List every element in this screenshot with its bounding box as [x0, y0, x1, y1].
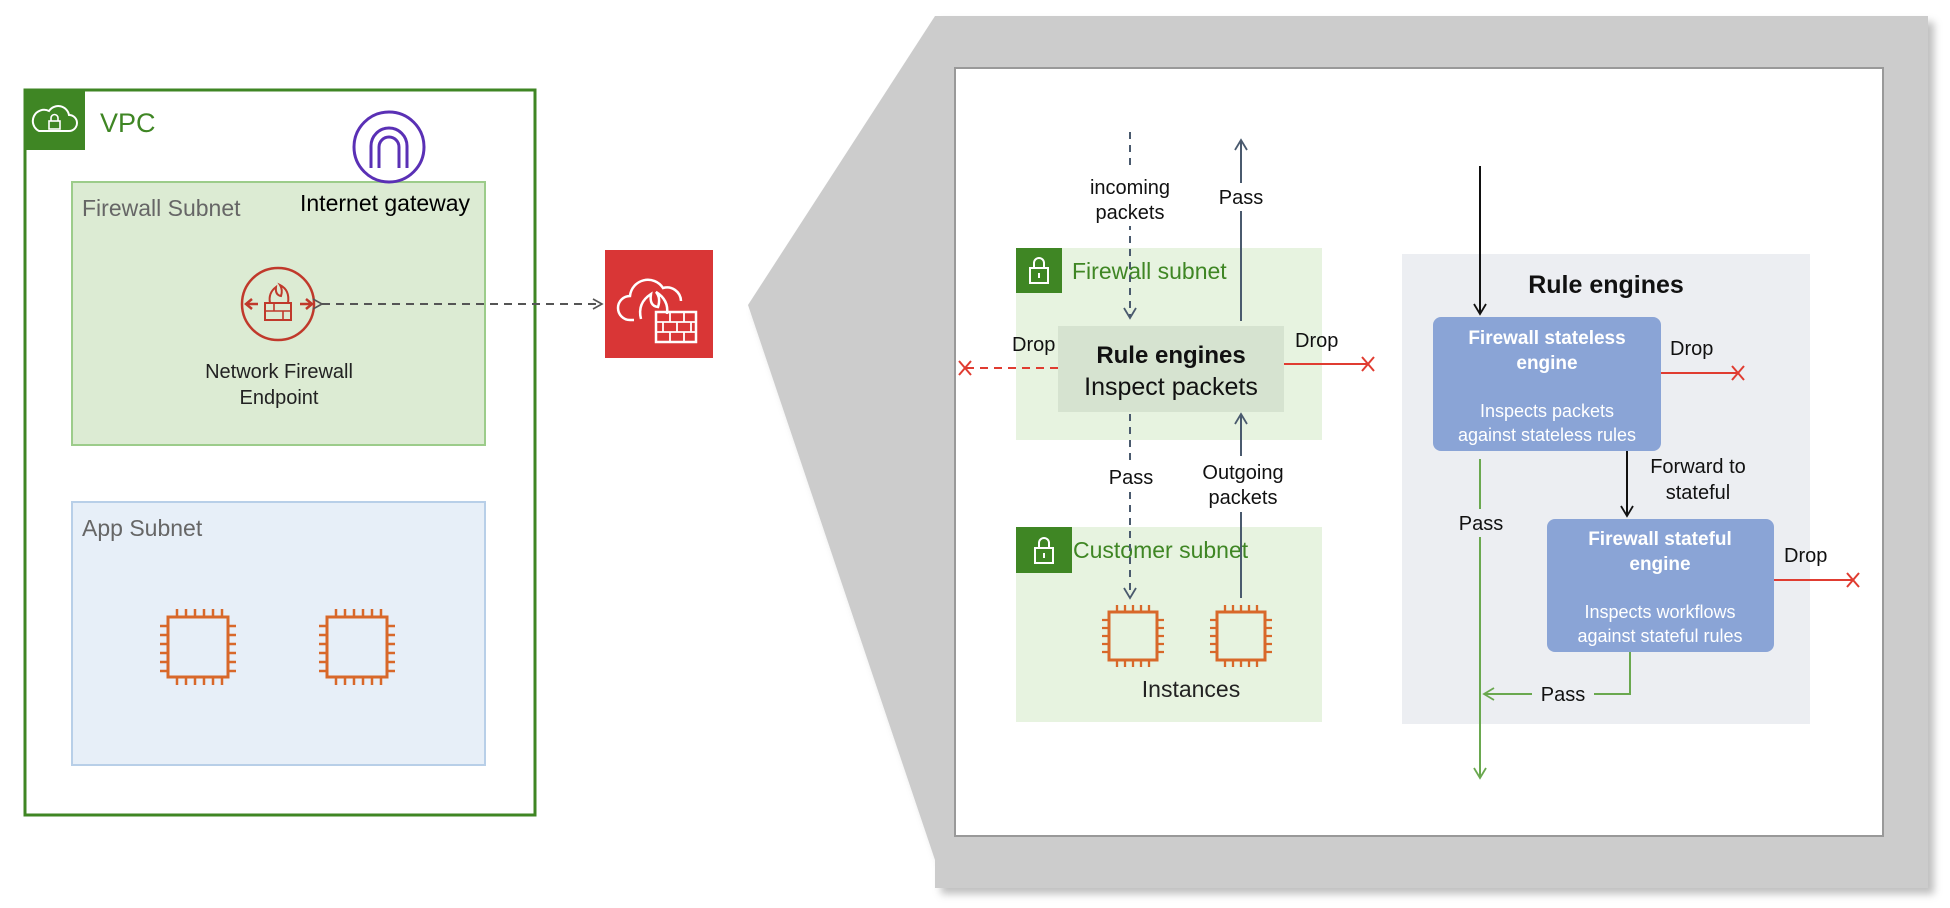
stateless-drop-label: Drop: [1670, 338, 1713, 360]
stateless-engine-title-line2: engine: [1516, 353, 1577, 374]
forward-label-line1: Forward to: [1650, 456, 1746, 478]
rule-engines-panel-title: Rule engines: [1528, 271, 1684, 299]
instance-icon: [1210, 605, 1272, 667]
pass-up-label-bg: [1214, 183, 1268, 211]
lock-icon: [1034, 537, 1054, 564]
drop-left-x-icon: [958, 360, 972, 376]
lock-icon: [1029, 257, 1049, 284]
packet-flow-group: Firewall subnet Customer subnet Drop Dro…: [958, 132, 1375, 722]
vpc-badge: [25, 90, 85, 150]
firewall-subnet-box: [71, 181, 486, 446]
outgoing-label-line1: Outgoing: [1202, 462, 1283, 484]
stateless-engine-box: [1433, 317, 1661, 451]
firewall-subnet-label: Firewall Subnet: [82, 195, 241, 221]
stateless-drop-x-icon: [1731, 365, 1745, 381]
vpc-group: VPC Firewall Subnet Internet gateway Net…: [23, 88, 537, 817]
stateful-engine-desc-line1: Inspects workflows: [1584, 602, 1735, 622]
incoming-label-line2: packets: [1096, 202, 1165, 224]
inspect-rule-engines-title: Rule engines: [1096, 342, 1245, 369]
app-subnet-box: [71, 501, 486, 766]
stateful-engine-title-line1: Firewall stateful: [1588, 529, 1732, 550]
stateful-drop-x-icon: [1846, 572, 1860, 588]
endpoint-label-line2: Endpoint: [240, 387, 319, 409]
inspect-rule-engines-box: [1058, 326, 1284, 412]
pass-up-label: Pass: [1219, 187, 1263, 209]
vpc-label: VPC: [100, 108, 156, 138]
app-subnet-label: App Subnet: [82, 515, 203, 541]
instance-icon: [160, 609, 236, 685]
endpoint-label-line1: Network Firewall: [205, 361, 353, 383]
instances-label: Instances: [1142, 676, 1240, 702]
stateful-engine-box: [1547, 519, 1774, 652]
stateful-engine-title-line2: engine: [1629, 554, 1690, 575]
internet-gateway-icon: [352, 110, 426, 184]
customer-subnet-label: Customer subnet: [1073, 537, 1249, 563]
network-firewall-icon: [605, 250, 713, 358]
stateful-pass-label-bg: [1532, 679, 1594, 707]
pass-green-label-bg: [1454, 509, 1506, 537]
stateful-pass-label: Pass: [1541, 684, 1585, 706]
inspect-rule-engines-subtitle: Inspect packets: [1084, 373, 1258, 401]
stateful-engine-desc-line2: against stateful rules: [1577, 626, 1742, 646]
drop-left-label: Drop: [1012, 334, 1055, 356]
instance-icon: [319, 609, 395, 685]
stateful-drop-label: Drop: [1784, 545, 1827, 567]
customer-subnet-badge: [1016, 527, 1072, 573]
firewall-subnet-flow-badge: [1016, 248, 1062, 293]
pass-down-label: Pass: [1109, 467, 1153, 489]
pass-green-label: Pass: [1459, 513, 1503, 535]
stateless-engine-desc-line2: against stateless rules: [1458, 425, 1636, 445]
incoming-label-bg: [1080, 170, 1180, 226]
drop-right-x-icon: [1361, 356, 1375, 372]
pass-down-label-bg: [1104, 463, 1156, 491]
instance-icon: [1102, 605, 1164, 667]
rule-engines-detail-group: Rule engines Firewall stateless engine I…: [1402, 166, 1860, 780]
firewall-subnet-flow-label: Firewall subnet: [1072, 258, 1227, 284]
forward-label-line2: stateful: [1666, 482, 1730, 504]
stateless-engine-title-line1: Firewall stateless: [1468, 328, 1625, 349]
drop-right-label: Drop: [1295, 330, 1338, 352]
stateless-engine-desc-line1: Inspects packets: [1480, 401, 1614, 421]
incoming-label-line1: incoming: [1090, 177, 1170, 199]
outgoing-label-line2: packets: [1209, 487, 1278, 509]
outgoing-label-bg: [1190, 456, 1292, 512]
cloud-lock-icon: [31, 105, 78, 132]
internet-gateway-label: Internet gateway: [300, 190, 471, 216]
